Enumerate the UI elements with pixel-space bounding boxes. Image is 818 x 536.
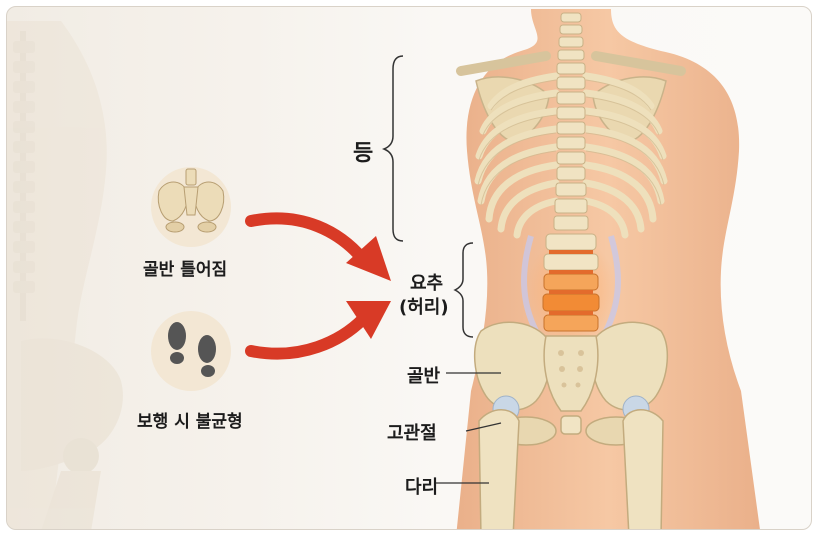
- spine-upper: [553, 12, 589, 231]
- scapula-bones: [456, 51, 686, 142]
- label-back: 등: [353, 141, 374, 166]
- label-lumbar-line1: 요추: [410, 273, 444, 294]
- cause-label-walking-imbalance: 보행 시 불균형: [137, 412, 243, 432]
- femur-bones: [478, 409, 664, 529]
- sacrum-holes: [558, 350, 584, 388]
- footprints-icon: [151, 311, 231, 391]
- rib-outlines: [477, 79, 665, 206]
- lumbar-spine: [521, 233, 621, 346]
- illustration-frame: 골반 틀어짐 보행 시 불균형 등 요추 (허리) 골반 고관절 다리: [6, 6, 812, 530]
- arrow-from-walking: [245, 301, 391, 360]
- label-hip-joint: 고관절: [387, 423, 437, 444]
- faded-background-figure: [7, 21, 123, 529]
- cause-label-pelvis-tilt: 골반 틀어짐: [143, 260, 228, 280]
- pelvis-icon: [151, 167, 231, 247]
- label-leader-lines: [436, 372, 502, 484]
- anatomy-illustration: [7, 9, 760, 529]
- label-pelvis: 골반: [407, 366, 441, 387]
- arrow-from-pelvis: [245, 212, 391, 281]
- label-brackets: [381, 55, 474, 338]
- label-lumbar-line2: (허리): [399, 297, 449, 318]
- rib-cage: [474, 72, 668, 239]
- pelvis-bone: [473, 321, 669, 446]
- label-leg: 다리: [405, 477, 439, 498]
